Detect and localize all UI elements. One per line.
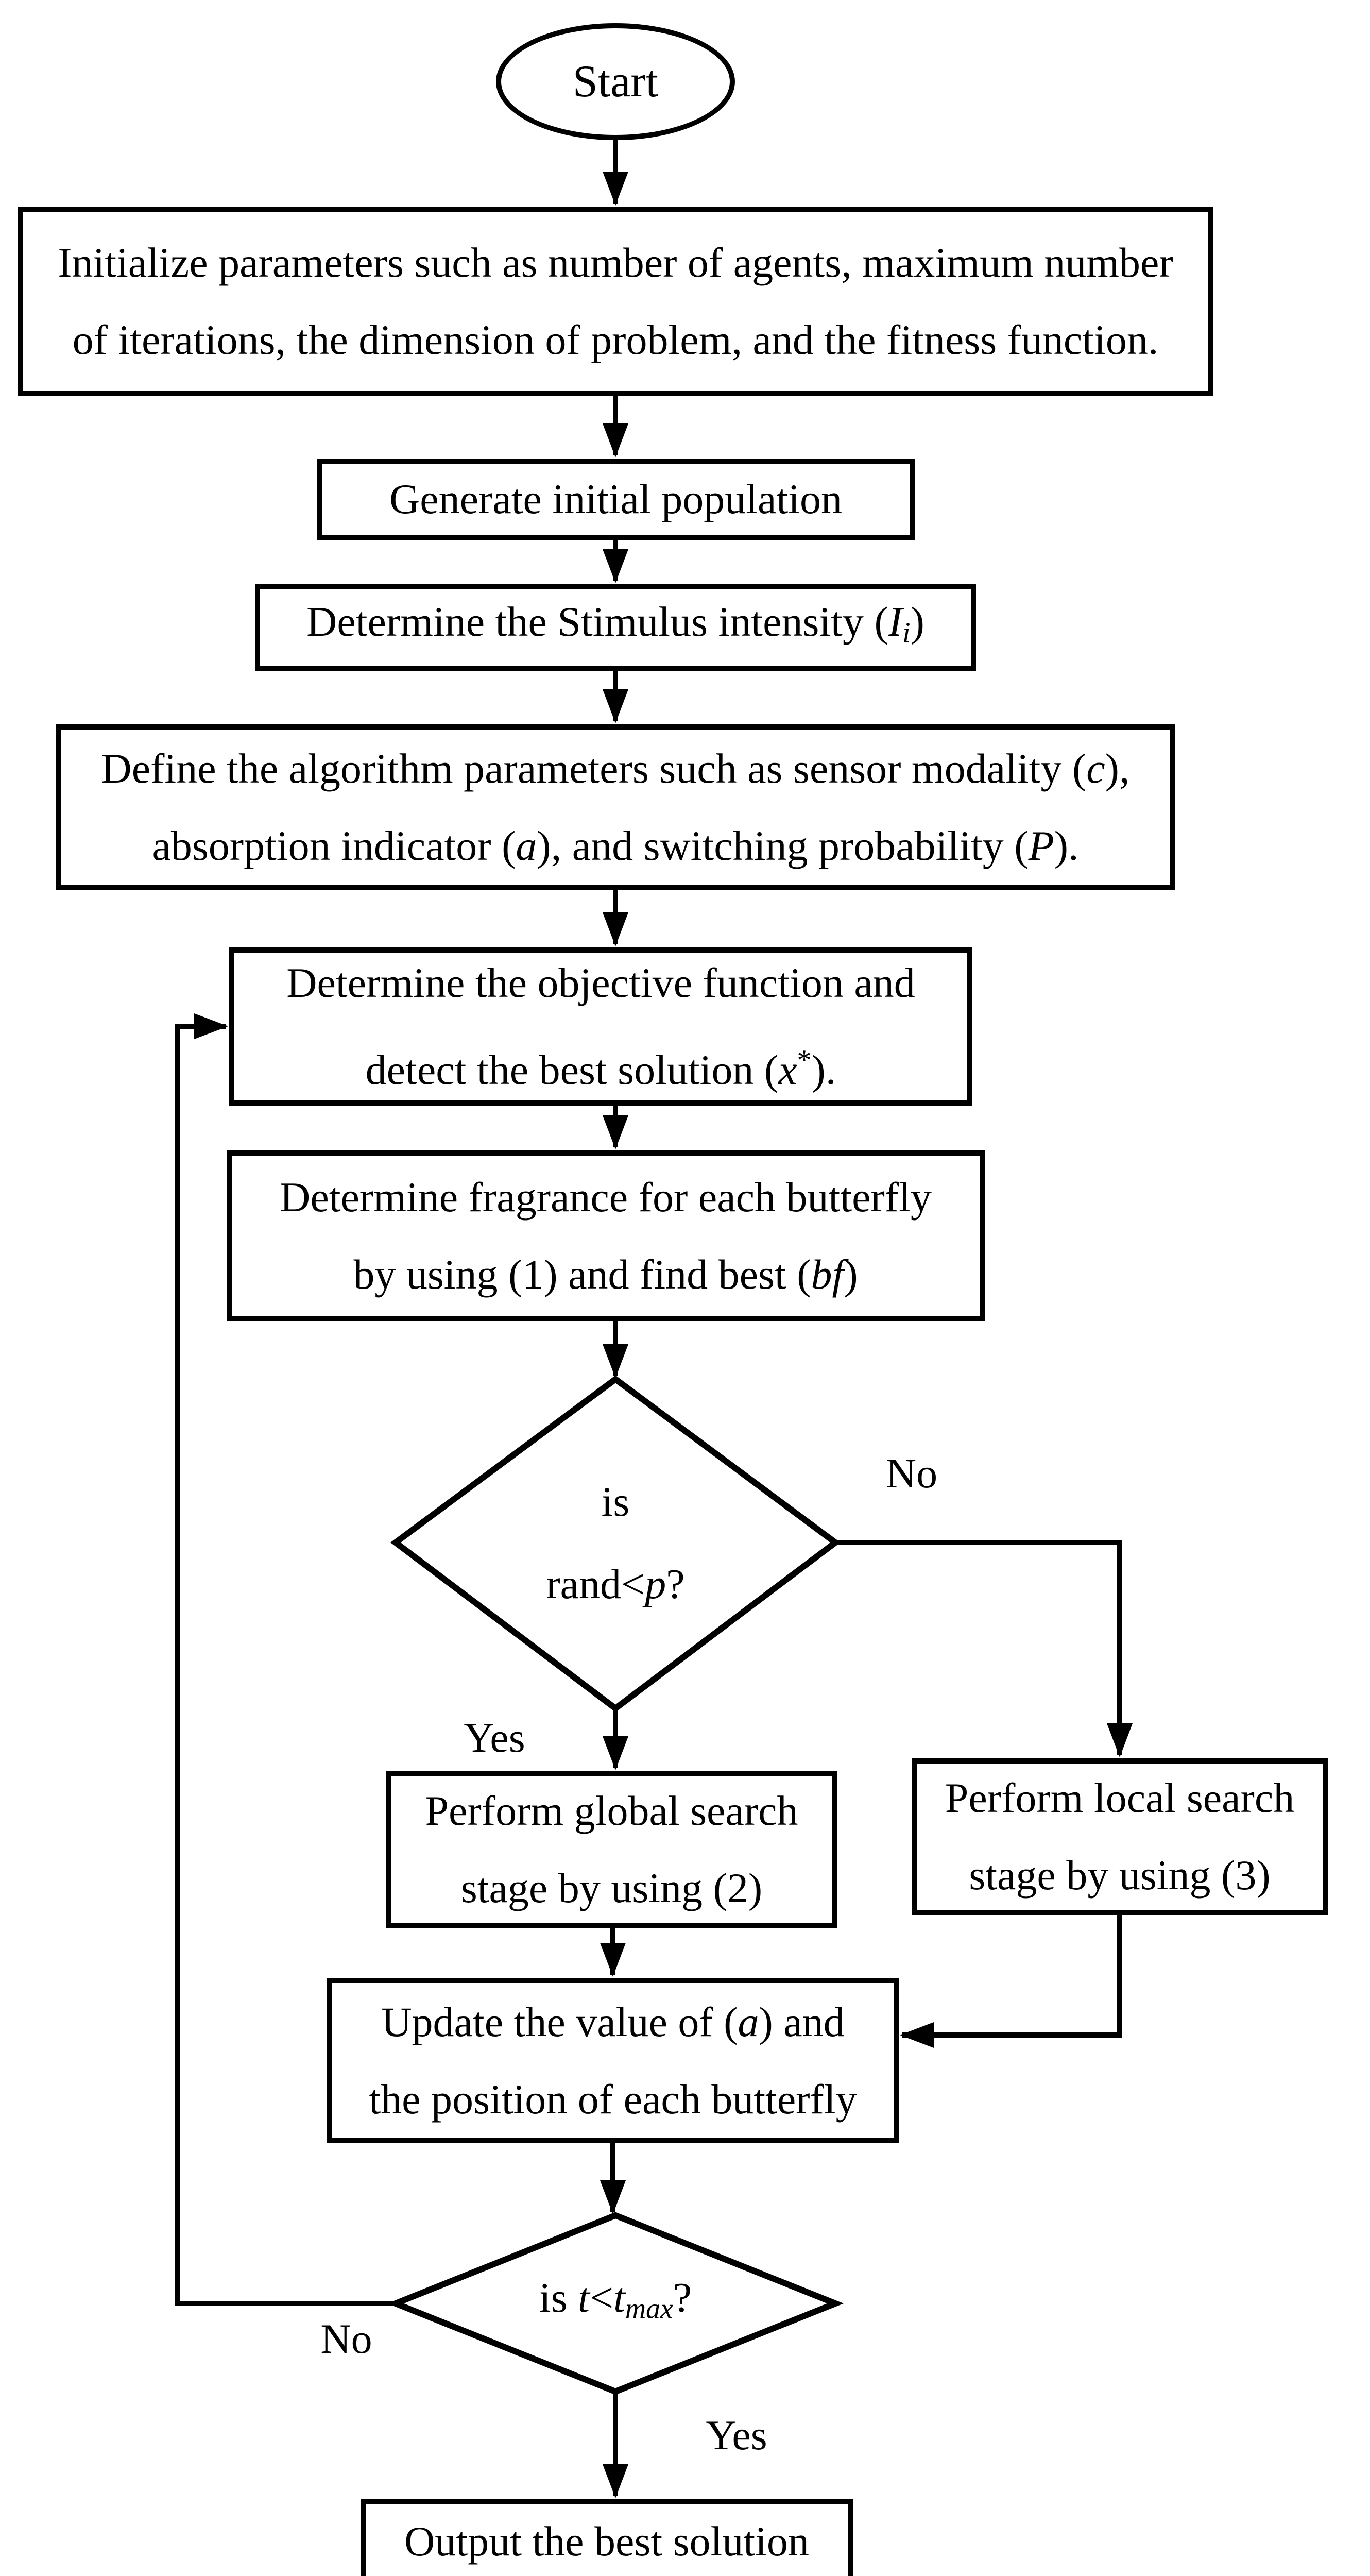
node-output-best-solution-label: Output the best solution [404,2518,809,2565]
label-rand-yes: Yes [464,1714,525,1761]
node-start-label: Start [572,56,659,107]
edge-local-to-update [900,1915,1122,2048]
node-stimulus-intensity-label: Determine the Stimulus intensity (Ii) [306,598,924,649]
node-stimulus-intensity: Determine the Stimulus intensity (Ii) [255,584,976,671]
node-generate-population: Generate initial population [317,459,915,540]
label-iteration-yes: Yes [706,2412,767,2459]
node-define-parameters: Define the algorithm parameters such as … [56,724,1175,890]
decision-diamond-iteration [387,2212,844,2395]
label-rand-no: No [885,1450,938,1497]
edge-iteration-no-loop-to-objective [175,1013,396,2306]
node-start: Start [496,23,735,140]
node-output-best-solution: Output the best solution [361,2499,853,2576]
decision-iteration-label: is t<tmax? [539,2274,692,2325]
node-define-parameters-label: Define the algorithm parameters such as … [101,745,1130,869]
node-generate-population-label: Generate initial population [389,476,842,522]
edge-rand-no-to-local-search [835,1540,1133,1757]
node-initialize-parameters: Initialize parameters such as number of … [18,207,1213,396]
label-iteration-no: No [320,2315,372,2362]
decision-diamond-rand [390,1375,841,1713]
node-initialize-parameters-label: Initialize parameters such as number of … [58,239,1173,363]
